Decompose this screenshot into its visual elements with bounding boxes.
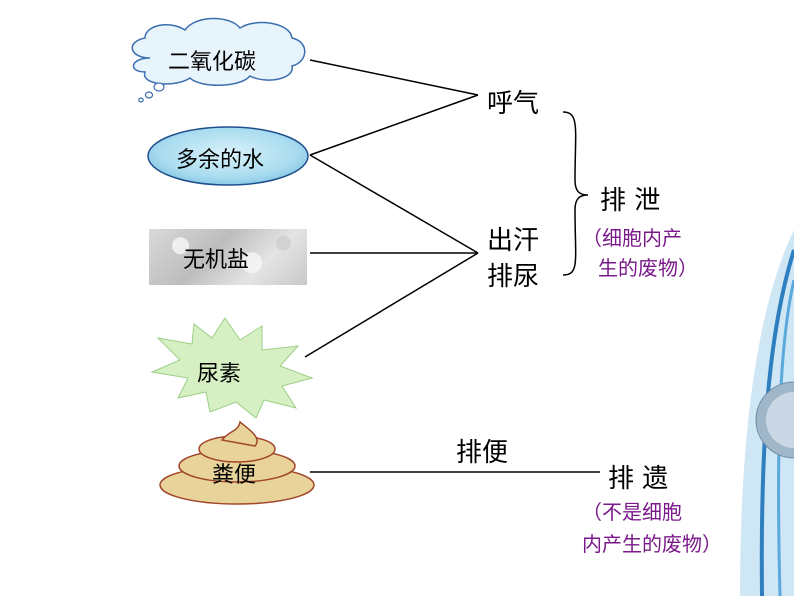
water-ellipse xyxy=(147,126,309,186)
salt-label: 无机盐 xyxy=(183,248,250,273)
cloud-shape xyxy=(131,17,306,103)
defecate-label: 排便 xyxy=(456,438,509,468)
excretion-note-line1: （细胞内产 xyxy=(582,226,682,250)
right-brace xyxy=(562,111,589,276)
egestion-note-line2: 内产生的废物） xyxy=(582,532,722,556)
urea-label: 尿素 xyxy=(197,362,242,387)
feces-shape xyxy=(159,420,315,505)
water-label: 多余的水 xyxy=(176,148,265,173)
globe-decoration xyxy=(740,230,794,596)
excretion-label: 排 泄 xyxy=(600,186,661,216)
connector-lines xyxy=(304,59,600,473)
breath-label: 呼气 xyxy=(487,89,540,119)
salt-box xyxy=(149,229,307,285)
urea-starburst xyxy=(150,317,314,419)
co2-label: 二氧化碳 xyxy=(168,50,257,75)
excretion-note-line2: 生的废物） xyxy=(598,256,698,280)
egestion-note-line1: （不是细胞 xyxy=(582,500,682,524)
egestion-label: 排 遗 xyxy=(608,464,669,494)
sweat-label: 出汗 xyxy=(487,226,540,256)
urine-label: 排尿 xyxy=(487,262,540,292)
feces-label: 粪便 xyxy=(212,463,257,488)
